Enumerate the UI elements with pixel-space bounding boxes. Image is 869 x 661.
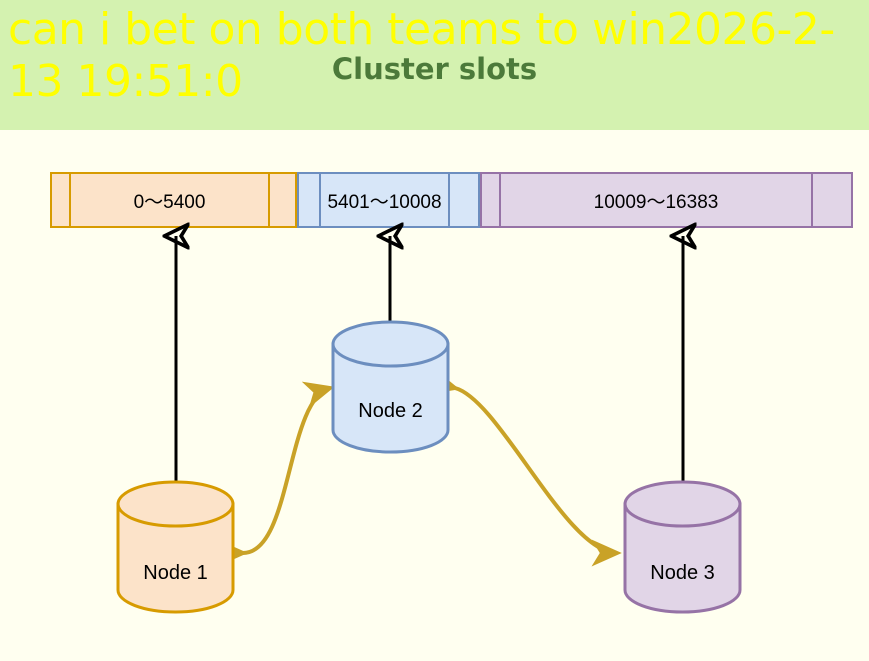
node-3-label: Node 3: [650, 562, 715, 584]
node-2[interactable]: Node 2: [333, 322, 448, 452]
slot-segment-inner: 10009～16383: [499, 172, 813, 228]
slot-range-label: 5401～10008: [327, 191, 442, 213]
slot-segment-node3[interactable]: 10009～16383: [480, 172, 853, 228]
node-1[interactable]: Node 1: [118, 482, 233, 612]
node-link-2-3: [426, 368, 622, 567]
node-1-label: Node 1: [143, 562, 208, 584]
overlay-caption: can i bet on both teams to win2026-2-13 …: [8, 4, 835, 107]
slot-range-label: 10009～16383: [593, 191, 719, 213]
slot-segment-inner: 5401～10008: [319, 172, 450, 228]
node-2-label: Node 2: [358, 400, 423, 422]
page-title: Cluster slots: [331, 52, 538, 86]
slot-segment-node2[interactable]: 5401～10008: [297, 172, 480, 228]
slot-segment-node1[interactable]: 0～5400: [50, 172, 297, 228]
slot-range-label: 0～5400: [133, 191, 206, 213]
header-banner: [0, 0, 869, 130]
node-3[interactable]: Node 3: [625, 482, 740, 612]
slot-segment-inner: 0～5400: [69, 172, 270, 228]
node-link-1-2: [217, 381, 335, 567]
cluster-slot-bar: 0～5400 5401～10008 10009～16383: [50, 172, 853, 228]
